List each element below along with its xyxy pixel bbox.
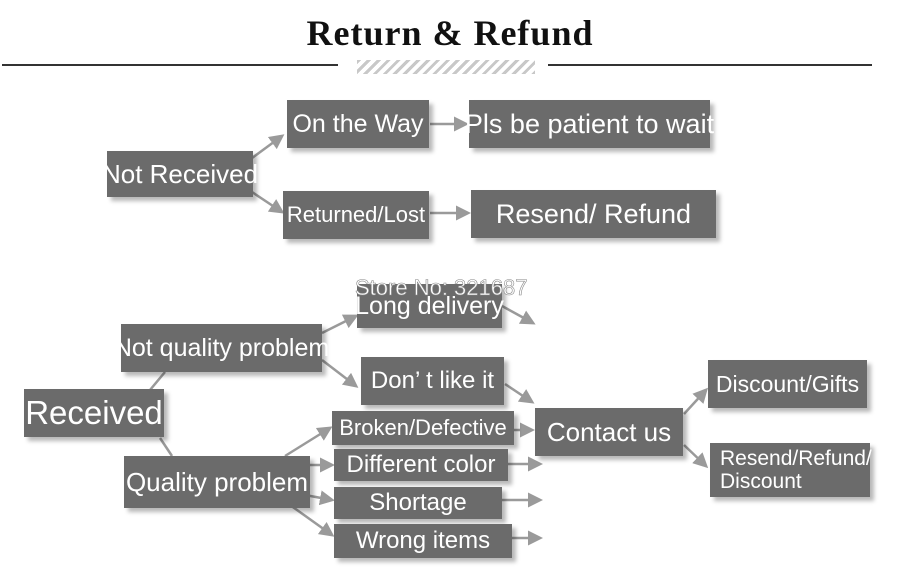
box-different-color: Different color [334, 449, 508, 481]
arrow-long-delivery-out [501, 304, 536, 325]
box-returned-lost: Returned/Lost [283, 191, 429, 239]
box-quality-problem: Quality problem [124, 456, 310, 508]
box-wrong-items: Wrong items [334, 524, 512, 558]
line-received-quality [158, 437, 174, 457]
arrow-not-quality-long [321, 314, 359, 335]
box-broken-defective: Broken/Defective [332, 411, 514, 445]
arrow-quality-broken [284, 426, 333, 458]
box-discount-gifts: Discount/Gifts [708, 360, 867, 408]
line-received-not-quality [149, 371, 166, 391]
arrow-contact-discount [683, 387, 709, 415]
arrow-not-received-returned [251, 190, 285, 214]
box-resend-refund: Resend/ Refund [471, 190, 716, 238]
box-shortage: Shortage [334, 487, 502, 519]
title-hatch-decoration [357, 60, 535, 74]
box-not-received: Not Received [102, 151, 258, 197]
title-rule-left [2, 64, 338, 66]
box-dont-like-it: Don’ t like it [361, 357, 504, 405]
store-watermark: Store No: 321687 [355, 275, 528, 301]
arrow-quality-wrong [289, 503, 335, 537]
box-on-the-way: On the Way [287, 100, 429, 148]
box-resend-refund-discount: Resend/Refund/ Discount [710, 443, 872, 497]
arrow-dont-like-contact [504, 382, 535, 404]
arrow-not-quality-dont-like [321, 359, 359, 388]
arrow-not-received-on-the-way [251, 134, 285, 160]
box-long-delivery: Long delivery [355, 284, 504, 328]
box-pls-be-patient: Pls be patient to wait [465, 100, 714, 148]
box-contact-us: Contact us [535, 408, 683, 456]
arrow-contact-resend [683, 444, 709, 469]
title-rule-right [548, 64, 872, 66]
box-received: Received [24, 389, 164, 437]
page-title: Return & Refund [306, 13, 594, 53]
box-not-quality-problem: Not quality problem [114, 324, 329, 372]
